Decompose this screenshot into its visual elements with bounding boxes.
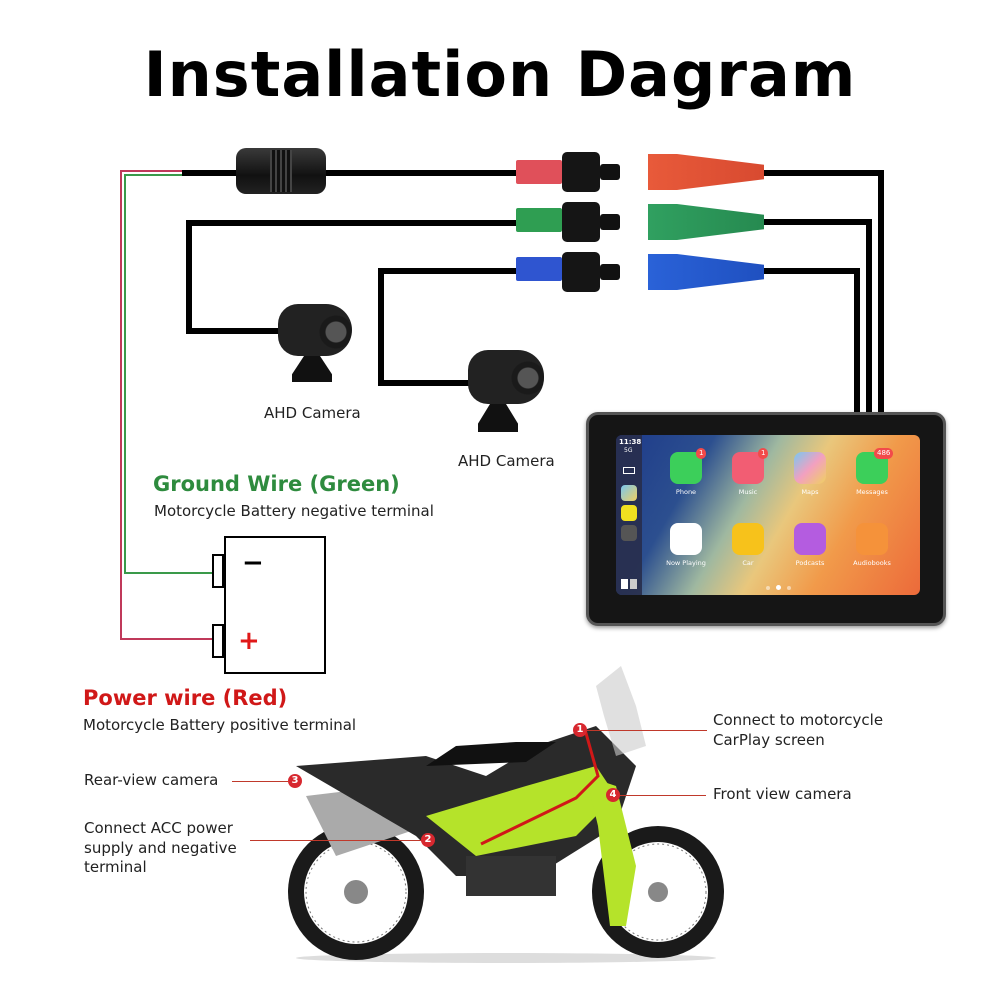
camera2-wire-vertical: [378, 268, 384, 386]
page-title: Installation Dagram: [143, 38, 857, 111]
callout-2-label-line3: terminal: [84, 858, 147, 876]
podcasts-app-icon[interactable]: [794, 523, 826, 555]
messages-badge: 486: [874, 448, 894, 459]
maps-label: Maps: [801, 488, 819, 496]
callout-2-label-line2: supply and negative: [84, 839, 237, 857]
callout-marker-2: 2: [421, 833, 435, 847]
power-wire-heading: Power wire (Red): [83, 686, 288, 710]
audiobooks-app-icon[interactable]: [856, 523, 888, 555]
callout-4-label: Front view camera: [713, 785, 852, 803]
podcasts-label: Podcasts: [795, 559, 825, 567]
music-label: Music: [738, 488, 758, 496]
callout-marker-1: 1: [573, 723, 587, 737]
motorcycle-icon: [288, 666, 724, 963]
ahd-camera-1: [278, 304, 358, 394]
blue-male-connector: [516, 257, 562, 281]
callout-line-4: [620, 795, 706, 796]
ahd-camera-2: [468, 350, 548, 440]
callout-line-3: [232, 781, 288, 782]
callout-marker-3: 3: [288, 774, 302, 788]
audiobooks-label: Audiobooks: [853, 559, 891, 567]
carplay-sidebar: 11:38 5G: [616, 435, 642, 595]
red-male-connector: [516, 160, 562, 184]
trunk-wire: [182, 170, 522, 176]
connector-cap-1: [562, 152, 600, 192]
green-male-connector: [516, 208, 562, 232]
battery-status-icon: [623, 467, 635, 474]
now-playing-label: Now Playing: [666, 559, 706, 567]
ground-wire-description: Motorcycle Battery negative terminal: [154, 502, 434, 520]
motorcycle-illustration: [276, 666, 736, 966]
camera2-wire: [378, 268, 522, 274]
blue-female-connector: [648, 254, 764, 290]
ground-wire-heading: Ground Wire (Green): [153, 472, 400, 496]
page-dot-1[interactable]: [766, 586, 770, 590]
green-ground-wire-vertical: [124, 174, 126, 574]
phone-badge: 1: [696, 448, 707, 459]
red-power-wire: [120, 170, 182, 172]
green-ground-wire: [124, 174, 182, 176]
callout-line-2: [250, 840, 421, 841]
red-power-wire-vertical: [120, 170, 122, 640]
camera-mount-icon: [478, 404, 518, 432]
connector-pin-2: [600, 214, 620, 230]
callout-1-label-line1: Connect to motorcycle: [713, 711, 884, 729]
battery-negative-terminal: [212, 554, 224, 588]
phone-label: Phone: [675, 488, 697, 496]
red-female-connector: [648, 154, 764, 190]
callout-marker-4: 4: [606, 788, 620, 802]
dashboard-toggle-icon[interactable]: [621, 579, 637, 589]
green-ground-wire-to-battery: [124, 572, 212, 574]
negative-symbol: −: [242, 548, 264, 578]
connector-pin-1: [600, 164, 620, 180]
green-line-to-screen: [764, 219, 872, 225]
music-app-sidebar-icon[interactable]: [621, 505, 637, 521]
connector-cap-3: [562, 252, 600, 292]
power-wire-description: Motorcycle Battery positive terminal: [83, 716, 357, 734]
connector-cap-2: [562, 202, 600, 242]
maps-app-icon[interactable]: [794, 452, 826, 484]
fuse-holder-ridges: [270, 150, 292, 192]
car-app-icon[interactable]: [732, 523, 764, 555]
maps-sidebar-icon[interactable]: [621, 485, 637, 501]
car-label: Car: [742, 559, 754, 567]
red-power-wire-to-battery: [120, 638, 212, 640]
camera1-wire-horizontal: [186, 328, 282, 334]
settings-sidebar-icon[interactable]: [621, 525, 637, 541]
blue-line-to-screen: [764, 268, 860, 274]
messages-label: Messages: [856, 488, 888, 496]
battery: [224, 536, 326, 674]
red-line-to-screen-vertical: [878, 170, 884, 414]
green-line-to-screen-vertical: [866, 219, 872, 414]
ahd-camera-2-label: AHD Camera: [458, 452, 555, 470]
callout-1-label-line2: CarPlay screen: [713, 731, 825, 749]
ahd-camera-1-label: AHD Camera: [264, 404, 361, 422]
positive-symbol: +: [238, 626, 260, 656]
status-time: 11:38: [619, 438, 642, 446]
blue-line-to-screen-vertical: [854, 268, 860, 414]
camera2-wire-horizontal: [378, 380, 474, 386]
camera-mount-icon: [292, 356, 332, 382]
music-badge: 1: [758, 448, 769, 459]
red-line-to-screen: [764, 170, 884, 176]
camera1-wire-vertical: [186, 220, 192, 334]
connector-pin-3: [600, 264, 620, 280]
camera1-wire: [186, 220, 522, 226]
camera-icon: [468, 350, 544, 404]
carplay-screen[interactable]: 11:38 5G 1 Phone 1 Music Maps 486 Messag…: [616, 435, 920, 595]
page-dot-2[interactable]: [776, 585, 781, 590]
callout-line-1: [587, 730, 707, 731]
battery-positive-terminal: [212, 624, 224, 658]
camera-icon: [278, 304, 352, 356]
callout-3-label: Rear-view camera: [84, 771, 219, 789]
green-female-connector: [648, 204, 764, 240]
callout-2-label-line1: Connect ACC power: [84, 819, 233, 837]
page-dot-3[interactable]: [787, 586, 791, 590]
now-playing-app-icon[interactable]: [670, 523, 702, 555]
status-signal: 5G: [624, 447, 633, 454]
